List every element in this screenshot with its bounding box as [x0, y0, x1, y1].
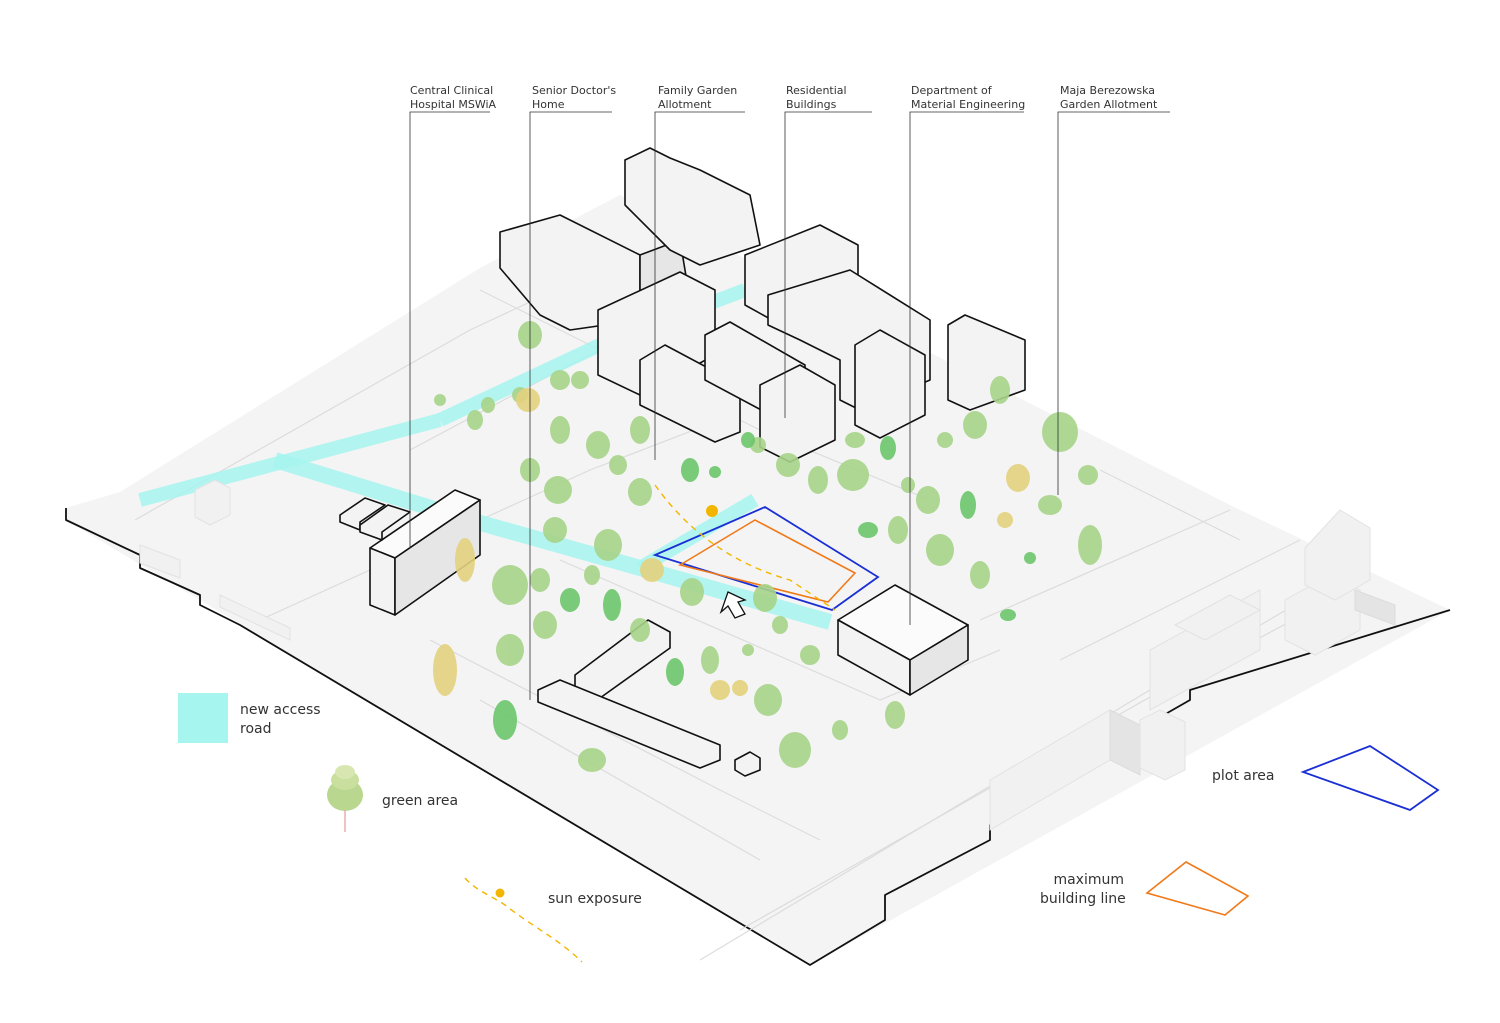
callout-line: Buildings: [786, 98, 847, 112]
callout-department-material-engineering: Department of Material Engineering: [911, 84, 1025, 112]
callout-senior-doctors-home: Senior Doctor's Home: [532, 84, 616, 112]
legend-line: plot area: [1212, 767, 1275, 786]
callout-line: Maja Berezowska: [1060, 84, 1157, 98]
legend-line: maximum: [1040, 871, 1124, 890]
callout-central-clinical-hospital: Central Clinical Hospital MSWiA: [410, 84, 496, 112]
callout-family-garden-allotment: Family Garden Allotment: [658, 84, 737, 112]
legend-plot-area-label: plot area: [1212, 767, 1275, 786]
legend-access-road-label: new access road: [240, 701, 321, 739]
legend-line: new access: [240, 701, 321, 720]
legend-max-building-line-icon: [1147, 862, 1248, 915]
callout-line: Allotment: [658, 98, 737, 112]
callout-line: Central Clinical: [410, 84, 496, 98]
legend-sun-exposure-label: sun exposure: [548, 890, 642, 909]
legend-tree-icon: [327, 765, 363, 832]
legend-line: green area: [382, 792, 458, 811]
callout-line: Department of: [911, 84, 1025, 98]
legend-green-area-label: green area: [382, 792, 458, 811]
legend-access-road-swatch: [178, 693, 228, 743]
callout-line: Residential: [786, 84, 847, 98]
callout-maja-berezowska-allotment: Maja Berezowska Garden Allotment: [1060, 84, 1157, 112]
legend-line: sun exposure: [548, 890, 642, 909]
callout-line: Family Garden: [658, 84, 737, 98]
callout-residential-buildings: Residential Buildings: [786, 84, 847, 112]
callout-line: Material Engineering: [911, 98, 1025, 112]
legend-line: building line: [1040, 890, 1124, 909]
sun-marker: [706, 505, 718, 517]
callout-line: Garden Allotment: [1060, 98, 1157, 112]
legend-line: road: [240, 720, 321, 739]
legend-max-building-line-label: maximum building line: [1040, 871, 1124, 909]
legend-plot-area-icon: [1303, 746, 1438, 810]
callout-line: Hospital MSWiA: [410, 98, 496, 112]
callout-line: Home: [532, 98, 616, 112]
callout-line: Senior Doctor's: [532, 84, 616, 98]
